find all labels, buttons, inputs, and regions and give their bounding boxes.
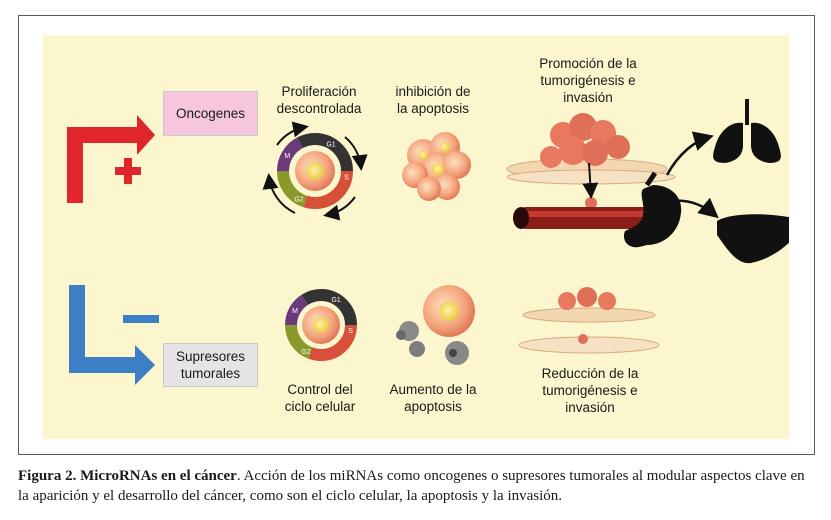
down-arrow-icon <box>69 285 159 385</box>
phase-label-0-2: G2 <box>294 197 303 204</box>
apoptosis-inhibition-line-2: la apoptosis <box>396 101 470 116</box>
apoptosis-increase-line-1: Aumento de la <box>389 382 477 397</box>
cell-cycle-control-line-2: ciclo celular <box>284 399 356 414</box>
phase-label-1-2: G2 <box>301 349 310 356</box>
apoptosis-inhibition-line-1: inhibición de <box>395 84 471 99</box>
phase-label-1-3: M <box>292 308 298 315</box>
liver-icon <box>717 214 789 264</box>
tumorigenesis-reduction-line-2: tumorigénesis e <box>542 383 638 398</box>
apoptosis-cells-icon <box>396 285 475 365</box>
apoptosis-increase-line-2: apoptosis <box>404 399 462 414</box>
supresores-line-2: tumorales <box>180 366 241 381</box>
phase-label-0-3: M <box>284 153 290 160</box>
proliferation-label: Proliferación descontrolada <box>269 83 369 117</box>
supresores-line-1: Supresores <box>175 349 246 364</box>
apoptosis-increase-label: Aumento de la apoptosis <box>381 381 485 415</box>
caption-text: . Acción de los miRNAs como oncogenes o … <box>18 468 805 504</box>
oncogenes-label: Oncogenes <box>163 91 258 136</box>
tumorigenesis-reduction-line-3: invasión <box>565 400 615 415</box>
cell-cycle-wheel-bottom <box>285 289 357 361</box>
metastasis-arrow-liver <box>670 197 719 219</box>
proliferation-line-1: Proliferación <box>281 84 357 99</box>
tumor-mass-icon <box>506 113 676 209</box>
apoptosis-inhibition-label: inhibición de la apoptosis <box>383 83 483 117</box>
cell-cycle-wheel-top <box>262 121 368 221</box>
caption-label: Figura 2. MicroRNAs en el cáncer <box>18 468 237 484</box>
figure-caption: Figura 2. MicroRNAs en el cáncer. Acción… <box>18 466 818 506</box>
cell-cluster-icon <box>402 132 471 201</box>
lungs-icon <box>713 99 781 163</box>
phase-label-0-0: G1 <box>326 141 335 148</box>
tumorigenesis-promotion-line-2: tumorigénesis e <box>540 73 636 88</box>
cell-cycle-control-line-1: Control del <box>287 382 353 397</box>
reduced-tumor-icon <box>518 287 660 354</box>
tumorigenesis-promotion-line-3: invasión <box>563 90 613 105</box>
tumorigenesis-promotion-line-1: Promoción de la <box>539 56 637 71</box>
proliferation-line-2: descontrolada <box>276 101 362 116</box>
phase-label-1-0: G1 <box>331 297 340 304</box>
phase-label-0-1: S <box>344 175 349 182</box>
metastasis-arrow-lungs <box>665 131 714 176</box>
phase-label-1-1: S <box>348 328 353 335</box>
tumorigenesis-promotion-label: Promoción de la tumorigénesis e invasión <box>523 55 653 106</box>
stomach-icon <box>623 171 682 248</box>
supresores-label: Supresores tumorales <box>163 343 258 387</box>
cell-cycle-control-label: Control del ciclo celular <box>275 381 365 415</box>
blood-vessel-icon <box>513 207 655 229</box>
up-arrow-icon <box>67 115 155 203</box>
tumorigenesis-reduction-label: Reducción de la tumorigénesis e invasión <box>525 365 655 416</box>
tumorigenesis-reduction-line-1: Reducción de la <box>541 366 639 381</box>
